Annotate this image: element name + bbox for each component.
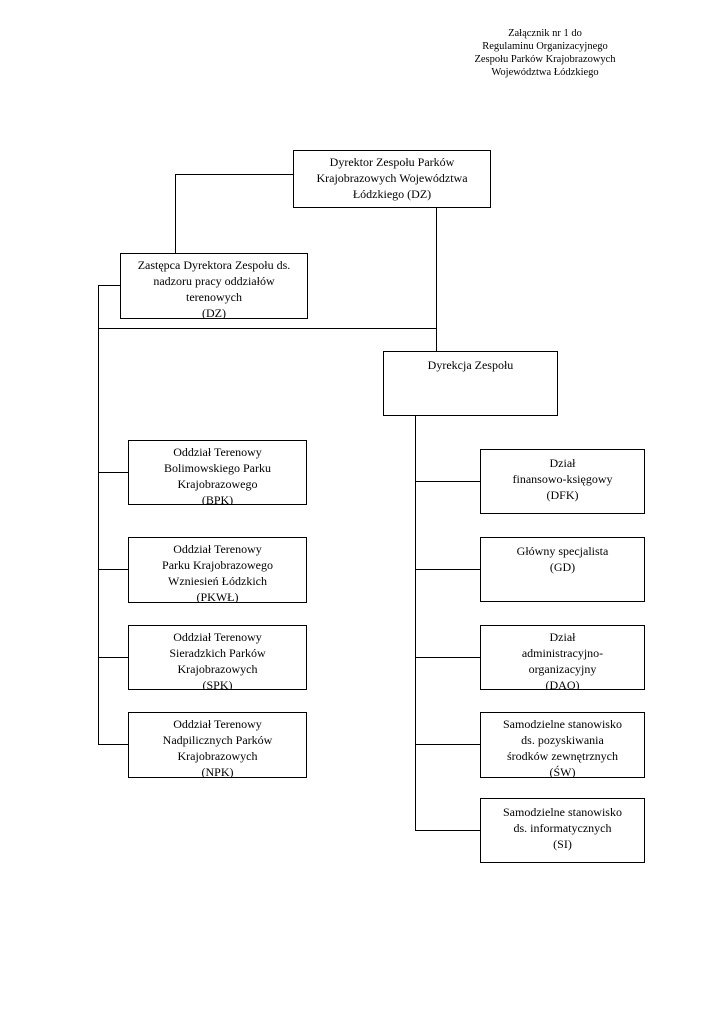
org-node-stanowisko-sw-label: Samodzielne stanowisko ds. pozyskiwania …	[503, 717, 622, 778]
org-node-glowny-specjalista: Główny specjalista (GD)	[480, 537, 645, 602]
org-node-dyrekcja-zespolu: Dyrekcja Zespołu	[383, 351, 558, 416]
connector-dyrektor-zastepca-horizontal	[175, 174, 294, 175]
org-node-oddzial-spk: Oddział Terenowy Sieradzkich Parków Kraj…	[128, 625, 307, 690]
connector-npk-stub	[98, 744, 129, 745]
connector-dfk-stub	[415, 481, 481, 482]
org-node-zastepca-dyrektora: Zastępca Dyrektora Zespołu ds. nadzoru p…	[120, 253, 308, 319]
org-node-dzial-dao: Dział administracyjno- organizacyjny (DA…	[480, 625, 645, 690]
org-node-oddzial-npk-label: Oddział Terenowy Nadpilicznych Parków Kr…	[162, 717, 273, 778]
org-node-oddzial-spk-label: Oddział Terenowy Sieradzkich Parków Kraj…	[169, 630, 266, 690]
org-node-stanowisko-si-label: Samodzielne stanowisko ds. informatyczny…	[503, 805, 622, 851]
org-node-oddzial-npk: Oddział Terenowy Nadpilicznych Parków Kr…	[128, 712, 307, 778]
org-node-dzial-dao-label: Dział administracyjno- organizacyjny (DA…	[521, 630, 604, 690]
org-node-dzial-dfk-label: Dział finansowo-księgowy (DFK)	[512, 456, 613, 502]
org-node-dyrektor: Dyrektor Zespołu Parków Krajobrazowych W…	[293, 150, 491, 208]
org-node-zastepca-dyrektora-label: Zastępca Dyrektora Zespołu ds. nadzoru p…	[137, 258, 291, 319]
connector-sw-stub	[415, 744, 481, 745]
connector-pkwl-stub	[98, 569, 129, 570]
org-node-stanowisko-sw: Samodzielne stanowisko ds. pozyskiwania …	[480, 712, 645, 778]
org-node-oddzial-bpk: Oddział Terenowy Bolimowskiego Parku Kra…	[128, 440, 307, 505]
org-node-stanowisko-si: Samodzielne stanowisko ds. informatyczny…	[480, 798, 645, 863]
connector-dyrektor-zastepca-vertical	[175, 174, 176, 253]
org-node-glowny-specjalista-label: Główny specjalista (GD)	[516, 544, 609, 574]
org-node-oddzial-pkwl-label: Oddział Terenowy Parku Krajobrazowego Wz…	[162, 542, 273, 603]
connector-zastepca-stub	[98, 285, 121, 286]
connector-dyrektor-dyrekcja-vertical	[436, 208, 437, 351]
attachment-header-note: Załącznik nr 1 do Regulaminu Organizacyj…	[474, 28, 616, 78]
org-node-dzial-dfk: Dział finansowo-księgowy (DFK)	[480, 449, 645, 514]
connector-dao-stub	[415, 657, 481, 658]
org-node-oddzial-pkwl: Oddział Terenowy Parku Krajobrazowego Wz…	[128, 537, 307, 603]
connector-si-stub	[415, 830, 481, 831]
org-node-dyrekcja-zespolu-label: Dyrekcja Zespołu	[427, 358, 514, 372]
connector-bpk-stub	[98, 472, 129, 473]
org-node-oddzial-bpk-label: Oddział Terenowy Bolimowskiego Parku Kra…	[164, 445, 271, 505]
connector-trunk-to-center-horizontal	[98, 328, 437, 329]
connector-gd-stub	[415, 569, 481, 570]
connector-left-trunk-vertical	[98, 285, 99, 745]
connector-spk-stub	[98, 657, 129, 658]
connector-right-trunk-vertical	[415, 416, 416, 831]
org-node-dyrektor-label: Dyrektor Zespołu Parków Krajobrazowych W…	[316, 155, 468, 201]
